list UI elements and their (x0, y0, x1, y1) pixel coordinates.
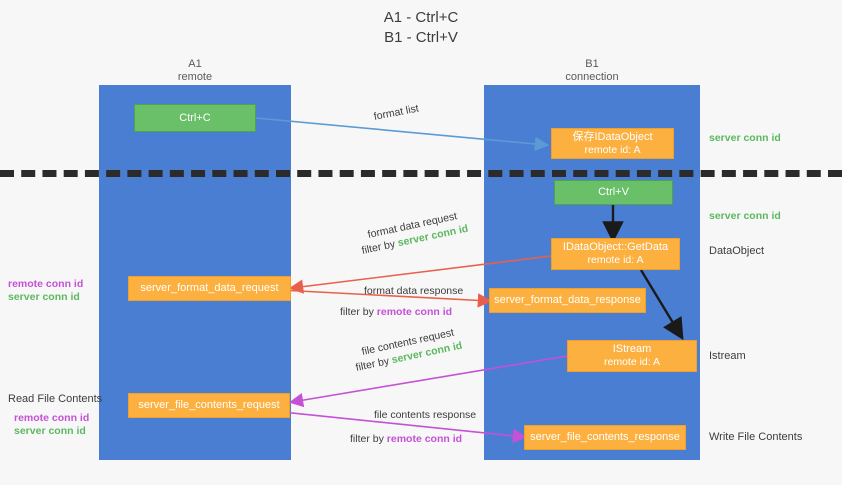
node-server-file-contents-request[interactable]: server_file_contents_request (128, 393, 290, 418)
node-ctrl-v[interactable]: Ctrl+V (554, 180, 673, 205)
side-label-dataobject: DataObject (709, 245, 765, 257)
filter-by-text-4: filter by (350, 433, 384, 445)
filter-by-text-1: filter by (360, 238, 397, 257)
node-idataobject[interactable]: 保存IDataObject remote id: A (551, 128, 674, 159)
left-server-conn-id-1: server conn id (8, 291, 80, 303)
side-label-istream: Istream (709, 350, 746, 362)
node-server-format-data-request[interactable]: server_format_data_request (128, 276, 291, 301)
side-label-conn-ids-upper: remote conn id server conn id (8, 278, 83, 304)
node-ctrl-c[interactable]: Ctrl+C (134, 104, 256, 132)
node-file-req-label: server_file_contents_request (138, 399, 280, 411)
side-label-server-conn-id-mid: server conn id (709, 210, 781, 222)
side-label-conn-ids-lower: remote conn id server conn id (14, 412, 89, 438)
node-getdata-line2: remote id: A (587, 254, 644, 266)
lane-a1-role: remote (177, 71, 213, 83)
node-idataobject-line2: remote id: A (584, 143, 641, 156)
left-remote-conn-id-1: remote conn id (8, 278, 84, 290)
lane-header-b1: B1 connection (484, 58, 700, 84)
side-label-write-file-contents: Write File Contents (709, 431, 803, 443)
node-idataobject-getdata[interactable]: IDataObject::GetData remote id: A (551, 238, 680, 270)
left-server-conn-id-2: server conn id (14, 425, 86, 437)
node-file-res-label: server_file_contents_response (530, 431, 680, 443)
remote-conn-id-text-1: remote conn id (376, 306, 453, 318)
edge-label-file-contents-response: file contents response (374, 409, 477, 421)
lane-header-a1: A1 remote (99, 58, 291, 84)
node-getdata-line1: IDataObject::GetData (562, 241, 669, 253)
edge-label-format-data-response: format data response (364, 285, 464, 297)
remote-conn-id-text-2: remote conn id (386, 433, 463, 445)
edge-label-format-data-response-filter: filter by remote conn id (340, 306, 452, 319)
node-istream[interactable]: IStream remote id: A (567, 340, 697, 372)
filter-by-text-3: filter by (354, 355, 391, 374)
side-label-read-file-contents: Read File Contents (8, 393, 103, 405)
lane-b1-role: connection (565, 71, 619, 83)
title-line-1: A1 - Ctrl+C (383, 9, 459, 26)
edge-label-file-contents-response-filter: filter by remote conn id (350, 433, 462, 446)
phase-divider (0, 170, 842, 177)
title-line-2: B1 - Ctrl+V (384, 29, 458, 46)
node-ctrl-v-label: Ctrl+V (598, 186, 629, 198)
node-ctrl-c-label: Ctrl+C (179, 111, 211, 124)
node-server-format-data-response[interactable]: server_format_data_response (489, 288, 646, 313)
filter-by-text-2: filter by (340, 306, 374, 318)
diagram-title: A1 - Ctrl+C B1 - Ctrl+V (0, 8, 842, 48)
lane-a1-name: A1 (188, 58, 202, 70)
node-istream-line1: IStream (612, 343, 652, 355)
node-idataobject-line1: 保存IDataObject (572, 130, 653, 143)
lane-b1-name: B1 (585, 58, 599, 70)
node-istream-line2: remote id: A (603, 356, 661, 368)
node-fmt-req-label: server_format_data_request (140, 282, 279, 294)
node-server-file-contents-response[interactable]: server_file_contents_response (524, 425, 686, 450)
side-label-server-conn-id-top: server conn id (709, 132, 781, 144)
edge-label-format-list: format list (372, 102, 420, 123)
node-fmt-res-label: server_format_data_response (494, 294, 641, 306)
left-remote-conn-id-2: remote conn id (14, 412, 90, 424)
